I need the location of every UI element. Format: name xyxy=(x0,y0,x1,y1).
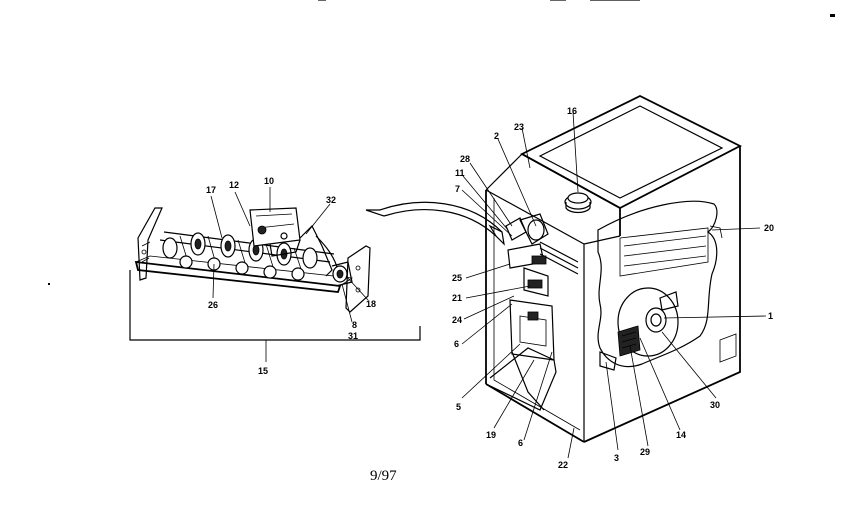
label-30: 30 xyxy=(710,400,720,410)
label-25: 25 xyxy=(452,273,462,283)
burner-assembly xyxy=(134,207,371,313)
date-code: 9/97 xyxy=(370,468,397,484)
furnace-cabinet xyxy=(485,94,742,443)
left-labels: 17 12 10 32 26 18 8 31 15 xyxy=(206,176,376,376)
label-28: 28 xyxy=(460,154,470,164)
label-16: 16 xyxy=(567,106,577,116)
label-12: 12 xyxy=(229,180,239,190)
label-22: 22 xyxy=(558,460,568,470)
label-24: 24 xyxy=(452,315,462,325)
right-leaders xyxy=(461,111,767,459)
label-31: 31 xyxy=(348,331,358,341)
label-18: 18 xyxy=(366,299,376,309)
label-19: 19 xyxy=(486,430,496,440)
label-8: 8 xyxy=(352,320,357,330)
label-3: 3 xyxy=(614,453,619,463)
label-5: 5 xyxy=(456,402,461,412)
right-labels: 16 2 23 28 11 7 20 25 21 24 6 1 5 19 6 2… xyxy=(452,106,774,470)
label-2: 2 xyxy=(494,131,499,141)
label-20: 20 xyxy=(764,223,774,233)
label-6-lower: 6 xyxy=(518,438,523,448)
label-14: 14 xyxy=(676,430,686,440)
label-21: 21 xyxy=(452,293,462,303)
pointer-arrow xyxy=(365,201,505,246)
label-7: 7 xyxy=(455,184,460,194)
label-6-upper: 6 xyxy=(454,339,459,349)
left-leaders xyxy=(210,187,369,323)
assembly-bracket xyxy=(129,270,421,362)
label-26: 26 xyxy=(208,300,218,310)
label-1: 1 xyxy=(768,311,773,321)
label-17: 17 xyxy=(206,185,216,195)
label-11: 11 xyxy=(455,168,465,178)
scan-artifacts xyxy=(48,0,835,285)
label-23: 23 xyxy=(514,122,524,132)
gas-valve xyxy=(249,207,301,257)
label-32: 32 xyxy=(326,195,336,205)
label-10: 10 xyxy=(264,176,274,186)
label-15: 15 xyxy=(258,366,268,376)
label-29: 29 xyxy=(640,447,650,457)
